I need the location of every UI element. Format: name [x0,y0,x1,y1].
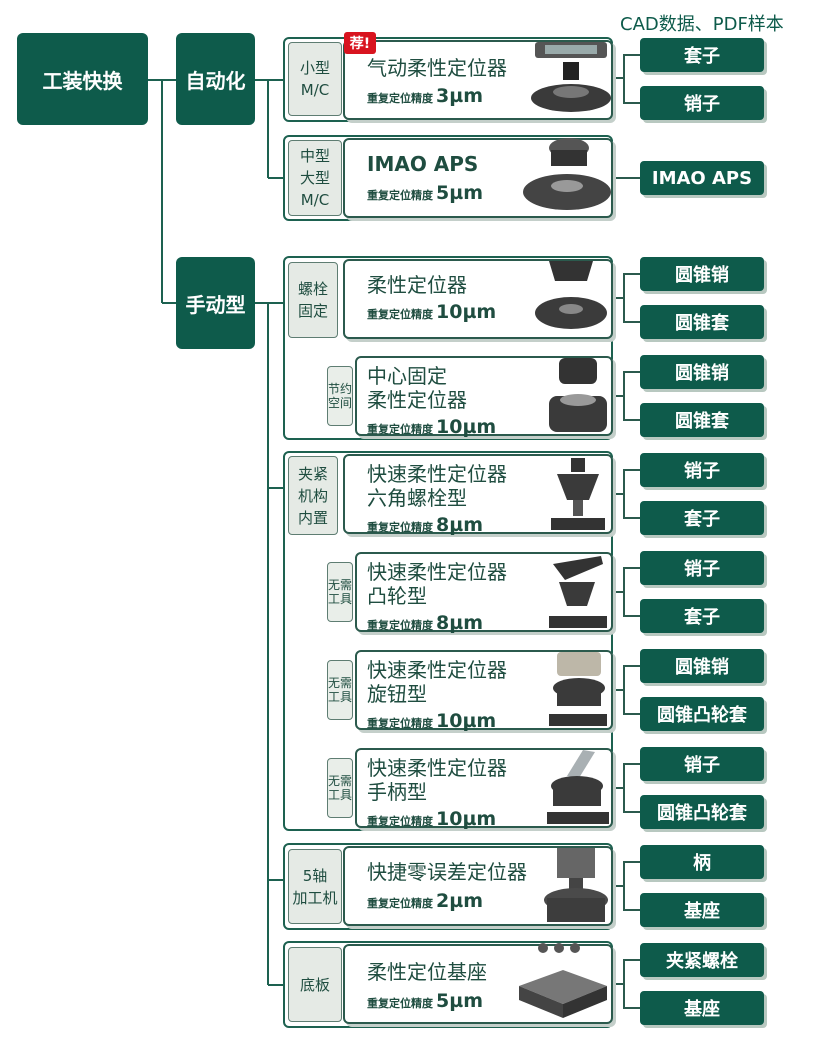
product-image-p1 [529,40,613,118]
product-title-p1: 气动柔性定位器 [367,56,507,80]
product-title-p7-line1: 快速柔性定位器 [367,658,507,682]
product-title-p8-line2: 手柄型 [367,780,427,804]
axis5-tag: 5轴加工机 [288,849,342,924]
p1-button-1[interactable]: 套子 [640,38,764,72]
p8-button-1[interactable]: 销子 [640,747,764,781]
bolt-tag: 螺栓固定 [288,262,338,338]
product-title-p2: IMAO APS [367,152,479,176]
product-image-p6 [543,554,613,632]
cad-pdf-header[interactable]: CAD数据、PDF样本 [620,14,784,35]
product-title-p5-line2: 六角螺栓型 [367,486,467,510]
no-tool-tag-2: 无需工具 [327,660,353,720]
no-tool-tag-3: 无需工具 [327,758,353,818]
product-title-p5-line1: 快速柔性定位器 [367,462,507,486]
manual-group-node: 手动型 [176,257,255,349]
base-tag: 底板 [288,947,342,1022]
product-image-p4 [543,356,613,436]
new-badge: 荐! [344,32,376,54]
product-image-p7 [543,650,613,730]
product-title-p7-line2: 旋钮型 [367,682,427,706]
p7-button-2[interactable]: 圆锥凸轮套 [640,697,764,731]
p5-button-1[interactable]: 销子 [640,453,764,487]
p3-button-2[interactable]: 圆锥套 [640,305,764,339]
p8-button-2[interactable]: 圆锥凸轮套 [640,795,764,829]
p4-button-2[interactable]: 圆锥套 [640,403,764,437]
p2-button-1[interactable]: IMAO APS [640,161,764,195]
product-title-p6-line2: 凸轮型 [367,584,427,608]
p5-button-2[interactable]: 套子 [640,501,764,535]
product-title-p4-line2: 柔性定位器 [367,388,467,412]
clamp-tag: 夹紧机构内置 [288,456,338,535]
p4-button-1[interactable]: 圆锥销 [640,355,764,389]
p10-button-1[interactable]: 夹紧螺栓 [640,943,764,977]
product-image-p3 [531,259,613,339]
product-title-p10: 柔性定位基座 [367,960,487,984]
product-image-p2 [519,136,613,216]
p6-button-1[interactable]: 销子 [640,551,764,585]
p10-button-2[interactable]: 基座 [640,991,764,1025]
product-title-p4-line1: 中心固定 [367,364,447,388]
product-image-p8 [543,746,613,828]
p1-button-2[interactable]: 销子 [640,86,764,120]
root-node: 工装快换 [17,33,148,125]
product-image-p9 [539,846,613,926]
p9-button-2[interactable]: 基座 [640,893,764,927]
space-saving-tag: 节约空间 [327,366,353,426]
product-image-p5 [543,456,613,534]
product-title-p9: 快捷零误差定位器 [367,860,527,884]
product-title-p6-line1: 快速柔性定位器 [367,560,507,584]
product-title-p8-line1: 快速柔性定位器 [367,756,507,780]
product-image-p10 [513,940,611,1022]
auto-group-node: 自动化 [176,33,255,125]
p9-button-1[interactable]: 柄 [640,845,764,879]
product-title-p3: 柔性定位器 [367,273,467,297]
p7-button-1[interactable]: 圆锥销 [640,649,764,683]
p6-button-2[interactable]: 套子 [640,599,764,633]
no-tool-tag-1: 无需工具 [327,562,353,622]
p3-button-1[interactable]: 圆锥销 [640,257,764,291]
